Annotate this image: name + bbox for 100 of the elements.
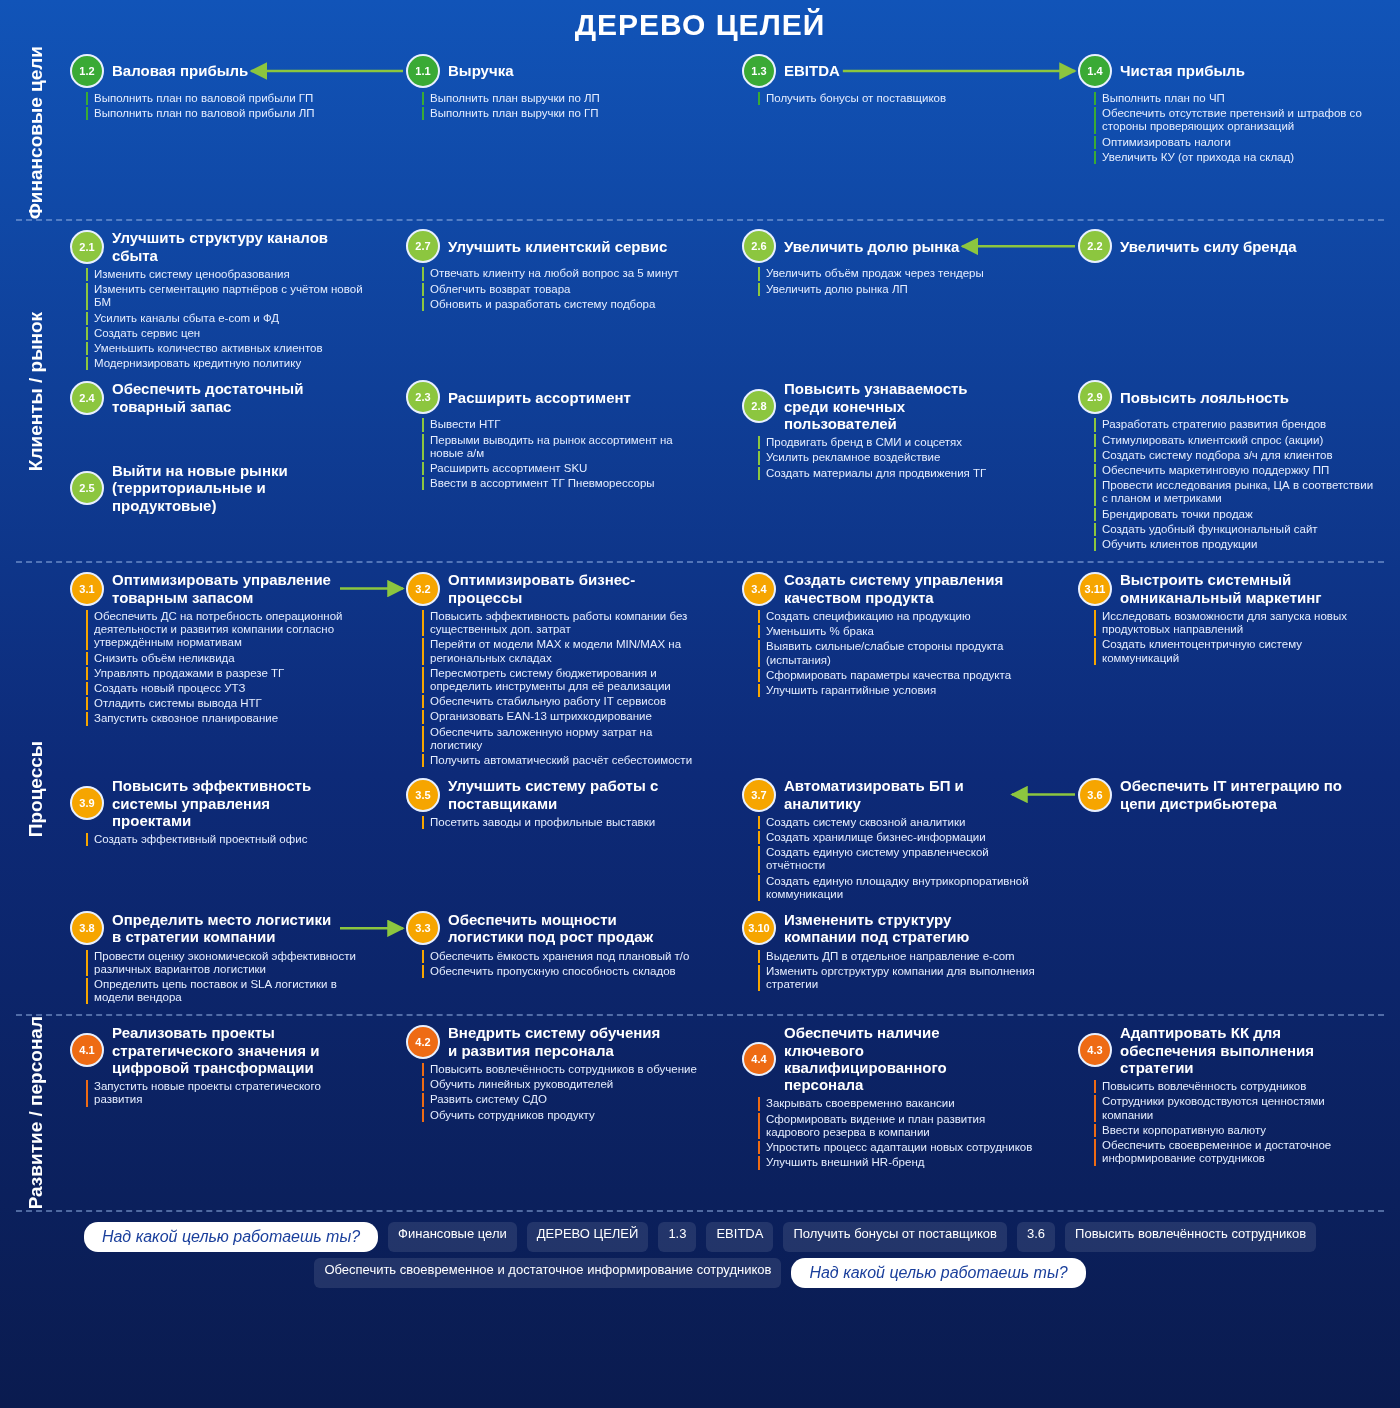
- subgoal-text: Обучить клиентов продукции: [1094, 538, 1258, 552]
- subgoal-text: Исследовать возможности для запуска новых продуктовых направлений: [1094, 609, 1374, 637]
- subgoal-text: Провести оценку экономической эффективности различных вариантов логистики: [86, 949, 366, 976]
- subgoal-text: Изменить сегментацию партнёров с учётом новой БМ: [86, 283, 366, 310]
- goal-title: Улучшить структуру каналов сбыта: [112, 229, 330, 264]
- subgoal-text: Создать спецификацию на продукцию: [758, 609, 971, 624]
- goal-title: Увеличить силу бренда: [1120, 237, 1297, 255]
- arrow: [960, 237, 1075, 256]
- goal-title: Адаптировать КК для обеспечения выполнения стратегии: [1120, 1024, 1316, 1077]
- goal-number-badge: 3.7: [742, 777, 776, 812]
- goal-number-badge: 4.1: [70, 1033, 104, 1068]
- subgoal-text: Создать клиентоцентричную систему коммуникаций: [1094, 638, 1374, 665]
- subgoal-text: Отвечать клиенту на любой вопрос за 5 минут: [422, 267, 679, 281]
- question-banner: Над какой целью работаешь ты?: [791, 1257, 1086, 1288]
- arrow: [249, 62, 403, 80]
- subgoal-text: Создать систему сквозной аналитики: [758, 815, 966, 829]
- subgoal-text: Запустить новые проекты стратегического развития: [86, 1080, 366, 1107]
- goal-number-badge: 4.3: [1078, 1033, 1112, 1068]
- goal-number-badge: 2.5: [70, 471, 104, 506]
- goal-title: Создать систему управления качеством продукта: [784, 571, 1005, 606]
- goal-title: Улучшить клиентский сервис: [448, 237, 668, 255]
- subgoal-text: Сотрудники руководствуются ценностями компании: [1094, 1095, 1374, 1122]
- subgoal-text: Обеспечить заложенную норму затрат на логистику: [422, 725, 702, 753]
- subgoal-text: Запустить сквозное планирование: [86, 712, 279, 726]
- subgoal-text: Облегчить возврат товара: [422, 282, 571, 296]
- subgoal-text: Повысить эффективность работы компании без существенных доп. затрат: [422, 609, 702, 637]
- section-title: Процессы: [25, 740, 47, 837]
- goal-title: Повысить лояльность: [1120, 388, 1289, 406]
- subgoal-text: Обучить сотрудников продукту: [422, 1108, 595, 1122]
- goal-title: Автоматизировать БП и аналитику: [784, 777, 965, 812]
- subgoal-text: Сформировать видение и план развития кадрового резерва в компании: [758, 1112, 1038, 1140]
- goal-number-badge: 2.2: [1078, 229, 1112, 264]
- goal-number-badge: 2.7: [406, 229, 440, 264]
- section-band: [16, 46, 1384, 222]
- goal-title: Расширить ассортимент: [448, 388, 631, 406]
- subgoal-text: Организовать EAN-13 штрихкодирование: [422, 710, 652, 724]
- subgoal-text: Создать сервис цен: [86, 326, 201, 340]
- goal-title: Улучшить систему работы с поставщиками: [448, 777, 660, 812]
- section-title: Клиенты / рынок: [25, 311, 47, 471]
- subgoal-text: Продвигать бренд в СМИ и соцсетях: [758, 436, 963, 450]
- section-title: Развитие / персонал: [25, 1016, 47, 1210]
- goal-number-badge: 4.2: [406, 1024, 440, 1059]
- subgoal-text: Пересмотреть систему бюджетирования и определить инструменты для её реализации: [422, 666, 702, 694]
- subgoal-text: Закрывать своевременно вакансии: [758, 1097, 955, 1111]
- subgoal-text: Создать материалы для продвижения ТГ: [758, 466, 987, 480]
- subgoal-text: Обновить и разработать систему подбора: [422, 297, 656, 311]
- subgoal-text: Увеличить долю рынка ЛП: [758, 282, 908, 296]
- goal-number-badge: 3.6: [1078, 777, 1112, 812]
- subgoal-text: Обеспечить ёмкость хранения под плановый т/о: [422, 949, 690, 963]
- subgoal-text: Изменить оргструктуру компании для выполнения стратегии: [758, 964, 1038, 992]
- goal-number-badge: 3.2: [406, 571, 440, 606]
- goal-title: Обеспечить наличие ключевого квалифицированного персонала: [784, 1024, 948, 1094]
- subgoal-text: Обеспечить отсутствие претензий и штрафов со стороны проверяющих организаций: [1094, 107, 1374, 134]
- poster-text: Финансовые цели: [388, 1221, 517, 1252]
- subgoal-text: Провести исследования рынка, ЦА в соответствии с планом и метриками: [1094, 479, 1374, 506]
- subgoal-text: Развить систему СДО: [422, 1093, 548, 1107]
- subgoal-text: Выявить сильные/слабые стороны продукта (испытания): [758, 640, 1038, 667]
- subgoal-text: Брендировать точки продаж: [1094, 507, 1253, 521]
- goal-number-badge: 3.10: [742, 911, 776, 946]
- goal-title: Реализовать проекты стратегического значения и цифровой трансформации: [112, 1024, 321, 1077]
- subgoal-text: Изменить систему ценообразования: [86, 267, 290, 282]
- subgoal-text: Обеспечить маркетинговую поддержку ПП: [1094, 464, 1330, 478]
- subgoal-text: Улучшить гарантийные условия: [758, 683, 937, 698]
- subgoal-text: Создать новый процесс УТЗ: [86, 681, 246, 696]
- subgoal-text: Повысить вовлечённость сотрудников в обучение: [422, 1062, 697, 1077]
- goal-number-badge: 3.11: [1078, 571, 1112, 606]
- goal-number-badge: 3.5: [406, 777, 440, 812]
- poster-text: 3.6: [1017, 1221, 1056, 1252]
- subgoal-text: Усилить рекламное воздействие: [758, 451, 941, 465]
- section-title: Финансовые цели: [25, 46, 47, 220]
- subgoal-text: Получить автоматический расчёт себестоимости: [422, 754, 693, 768]
- subgoal-text: Создать удобный функциональный сайт: [1094, 522, 1318, 537]
- subgoal-text: Создать эффективный проектный офис: [86, 833, 308, 847]
- subgoal-text: Уменьшить % брака: [758, 625, 874, 639]
- subgoal-text: Стимулировать клиентский спрос (акции): [1094, 433, 1324, 447]
- subgoal-text: Создать единую систему управленческой отчётности: [758, 846, 1038, 873]
- subgoal-text: Создать систему подбора з/ч для клиентов: [1094, 448, 1333, 463]
- subgoal-text: Обеспечить стабильную работу IT сервисов: [422, 695, 667, 709]
- goal-title: Валовая прибыль: [112, 62, 249, 80]
- subgoal-text: Выполнить план выручки по ГП: [422, 107, 599, 121]
- poster-text: Повысить вовлечённость сотрудников: [1065, 1221, 1317, 1252]
- goal-number-badge: 1.2: [70, 54, 104, 88]
- subgoal-text: Выполнить план по валовой прибыли ГП: [86, 92, 314, 106]
- subgoal-text: Увеличить КУ (от прихода на склад): [1094, 150, 1295, 165]
- subgoal-text: Ввести в ассортимент ТГ Пневморессоры: [422, 477, 655, 491]
- subgoal-text: Посетить заводы и профильные выставки: [422, 815, 656, 829]
- subgoal-text: Повысить вовлечённость сотрудников: [1094, 1080, 1307, 1094]
- subgoal-text: Выполнить план по ЧП: [1094, 92, 1225, 106]
- goal-title: Оптимизировать бизнес-процессы: [448, 571, 637, 606]
- arrow: [1010, 785, 1075, 804]
- goal-title: Оптимизировать управление товарным запасом: [112, 571, 332, 606]
- subgoal-text: Модернизировать кредитную политику: [86, 357, 302, 371]
- subgoal-text: Выполнить план выручки по ЛП: [422, 92, 600, 106]
- subgoal-text: Первыми выводить на рынок ассортимент на новые а/м: [422, 433, 702, 461]
- subgoal-text: Ввести корпоративную валюту: [1094, 1123, 1267, 1138]
- goal-title: Обеспечить мощности логистики под рост продаж: [448, 911, 655, 946]
- question-banner: Над какой целью работаешь ты?: [83, 1221, 379, 1252]
- goal-title: Обеспечить достаточный товарный запас: [112, 380, 305, 415]
- subgoal-text: Обучить линейных руководителей: [422, 1078, 614, 1092]
- goal-number-badge: 3.9: [70, 786, 104, 821]
